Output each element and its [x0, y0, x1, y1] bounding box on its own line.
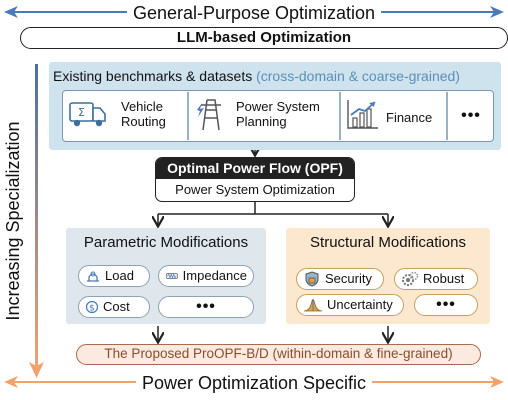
- load-pill: Load: [78, 265, 150, 287]
- cost-icon: $: [85, 300, 99, 314]
- finance-chart-icon: [346, 98, 380, 130]
- opf-title: Optimal Power Flow (OPF): [156, 158, 354, 179]
- robust-pill: Robust: [394, 268, 478, 290]
- flow-arrows: [158, 143, 388, 341]
- truck-icon: Σ: [68, 97, 108, 131]
- benchmark-list: [62, 90, 494, 142]
- parametric-title: Parametric Modifications: [83, 234, 249, 251]
- svg-text:Σ: Σ: [78, 106, 85, 119]
- vertical-specialization-arrow: [29, 64, 44, 378]
- structural-title: Structural Modifications: [310, 234, 466, 251]
- uncertainty-pill: Uncertainty: [296, 294, 404, 316]
- finance-label: Finance: [386, 110, 433, 125]
- svg-text:$: $: [89, 304, 95, 314]
- cost-pill: $ Cost: [78, 296, 150, 318]
- more-benchmarks: •••: [461, 107, 481, 124]
- opf-box: Optimal Power Flow (OPF) Power System Op…: [155, 157, 355, 202]
- security-icon: [305, 271, 319, 287]
- robust-gear-icon: [402, 271, 419, 286]
- impedance-pill: Impedance: [158, 265, 254, 287]
- more-parametric: •••: [158, 296, 254, 318]
- opf-subtitle: Power System Optimization: [175, 182, 335, 197]
- benchmark-divider: [446, 92, 448, 140]
- llm-optimization-box: LLM-based Optimization: [20, 27, 508, 49]
- security-pill: Security: [296, 268, 384, 290]
- benchmark-divider: [339, 92, 341, 140]
- power-tower-icon: [193, 96, 229, 132]
- impedance-icon: [165, 273, 178, 279]
- benchmarks-title-highlight: (cross-domain & coarse-grained): [256, 68, 460, 84]
- increasing-specialization-label: Increasing Specialization: [3, 121, 23, 321]
- load-icon: [87, 271, 99, 282]
- distribution-icon: [303, 299, 323, 312]
- proposed-proopf-box: The Proposed ProOPF-B/D (within-domain &…: [76, 344, 481, 365]
- benchmarks-title: Existing benchmarks & datasets (cross-do…: [53, 68, 460, 84]
- more-structural: •••: [414, 294, 478, 316]
- power-optimization-specific-title: Power Optimization Specific: [0, 372, 508, 394]
- benchmark-divider: [187, 92, 189, 140]
- general-purpose-title: General-Purpose Optimization: [0, 3, 508, 23]
